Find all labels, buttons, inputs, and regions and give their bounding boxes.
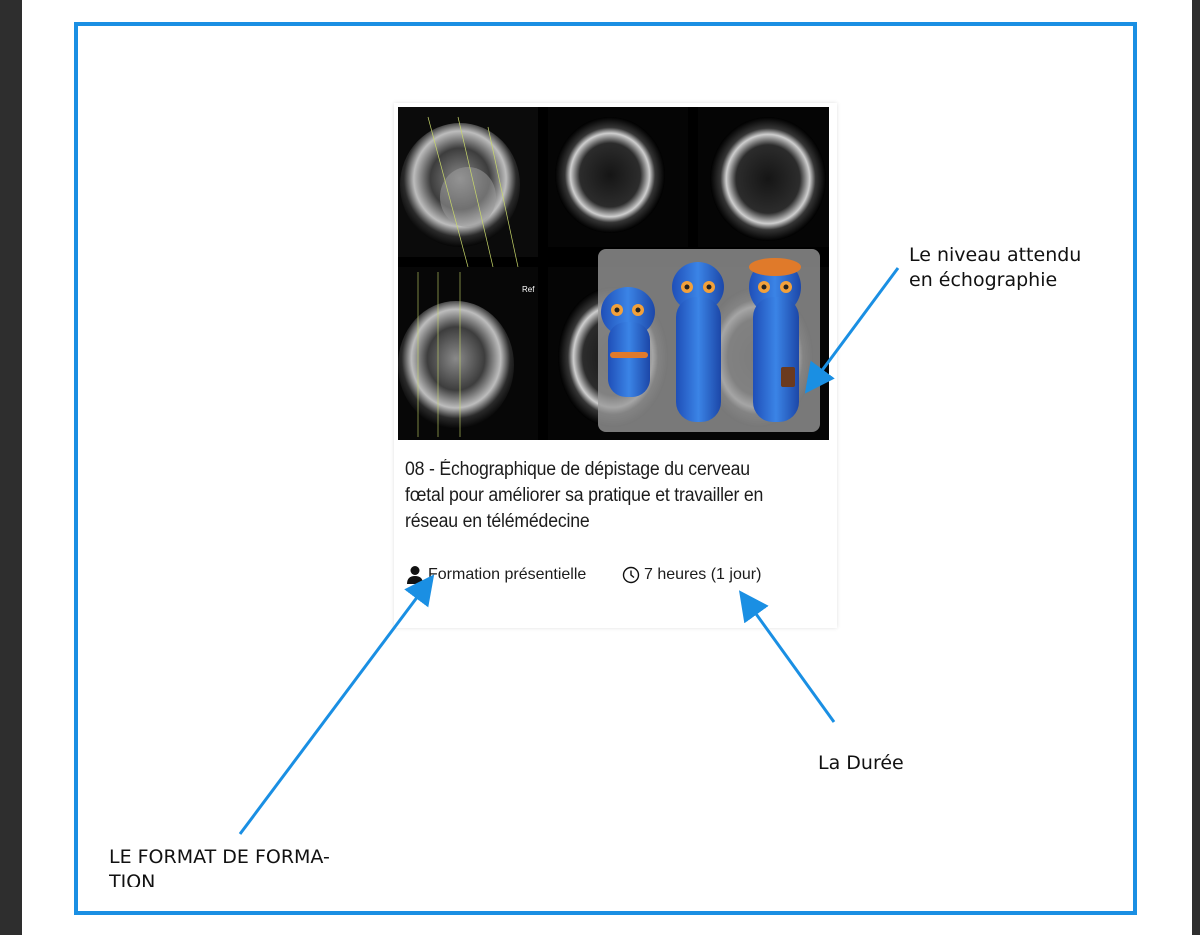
course-card[interactable]: Ref bbox=[394, 103, 837, 628]
course-title[interactable]: 08 - Échographique de dépistage du cerve… bbox=[405, 459, 764, 532]
annotation-format: LE FORMAT DE FORMA- TION bbox=[109, 846, 330, 887]
clock-icon bbox=[622, 566, 640, 584]
arrow-duration bbox=[738, 590, 836, 723]
course-image: Ref bbox=[398, 107, 829, 440]
arrow-format bbox=[238, 574, 435, 835]
image-ref-label: Ref bbox=[522, 285, 535, 294]
mascot-large bbox=[749, 258, 801, 422]
document-page: Ref bbox=[22, 0, 1192, 935]
annotation-duration: La Durée bbox=[818, 752, 904, 774]
annotation-level: Le niveau attendu en échographie bbox=[909, 244, 1082, 291]
duration-label: 7 heures (1 jour) bbox=[644, 566, 762, 583]
ultrasound-panel-3 bbox=[698, 107, 829, 247]
annotation-frame bbox=[74, 22, 1137, 915]
arrow-level bbox=[804, 267, 900, 394]
ultrasound-panel-2 bbox=[548, 107, 688, 247]
ultrasound-panel-1 bbox=[398, 107, 538, 268]
mascot-overlay bbox=[598, 249, 820, 432]
mascot-medium bbox=[672, 262, 724, 422]
annotation-arrows bbox=[238, 267, 900, 835]
format-label: Formation présentielle bbox=[428, 566, 587, 583]
ultrasound-panel-4 bbox=[398, 267, 538, 440]
duration-meta: 7 heures (1 jour) bbox=[622, 563, 761, 587]
mascot-small bbox=[601, 287, 655, 397]
